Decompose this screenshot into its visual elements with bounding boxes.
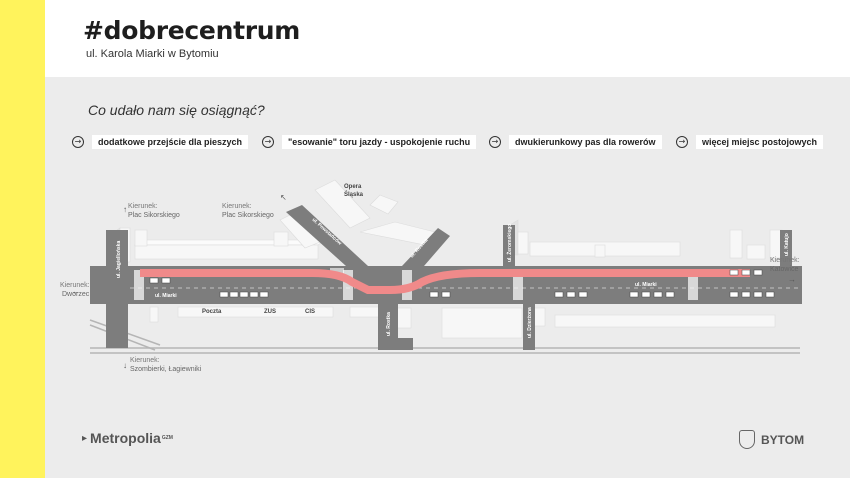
parked-cars bbox=[149, 269, 775, 298]
arrow-up-icon: ↑ bbox=[123, 205, 127, 214]
landmark-label: Opera bbox=[344, 184, 362, 190]
street-label: ul. Żeromskiego bbox=[506, 224, 513, 262]
direction-label: Dworzec bbox=[62, 291, 90, 298]
direction-label: Kierunek: bbox=[130, 357, 160, 364]
street-label: ul. Miarki bbox=[635, 282, 657, 288]
direction-label: Kierunek: bbox=[60, 282, 90, 289]
direction-arrows: ↑ ↖ ← ↓ → bbox=[72, 193, 796, 370]
direction-label: Katowice bbox=[770, 266, 799, 273]
direction-label: Kierunek: bbox=[128, 203, 158, 210]
street-label: ul. Rostka bbox=[386, 312, 392, 336]
arrow-up-left-icon: ↖ bbox=[280, 193, 287, 202]
street-label: ul. Jagiellońska bbox=[116, 241, 122, 278]
street-map: ↑ ↖ ← ↓ → Kierunek: Plac Sikorskiego Kie… bbox=[60, 179, 802, 373]
direction-label: Plac Sikorskiego bbox=[128, 212, 180, 219]
arrow-right-circle-icon: → bbox=[262, 135, 274, 148]
arrow-right-circle-icon: → bbox=[676, 135, 688, 148]
direction-label: Plac Sikorskiego bbox=[222, 212, 274, 219]
arrow-right-icon: → bbox=[788, 275, 796, 284]
direction-label: Kierunek: bbox=[770, 257, 800, 264]
street-label: ul. Miarki bbox=[155, 293, 177, 299]
bike-lane bbox=[140, 269, 750, 294]
direction-label: Kierunek: bbox=[222, 203, 252, 210]
arrow-right-circle-icon: → bbox=[489, 135, 501, 148]
page-title: #dobrecentrum bbox=[83, 16, 300, 45]
yellow-side-bar bbox=[0, 0, 45, 478]
metropolia-arrow-icon: ▸ bbox=[82, 432, 88, 444]
feature-bike-lane: → dwukierunkowy pas dla rowerów bbox=[489, 134, 662, 149]
page-subtitle: ul. Karola Miarki w Bytomiu bbox=[86, 48, 219, 60]
street-label: ul. Katujo bbox=[784, 233, 790, 256]
arrow-right-circle-icon: → bbox=[72, 135, 84, 148]
landmark-label: Poczta bbox=[202, 309, 222, 315]
landmark-label: ZUS bbox=[264, 309, 276, 315]
section-question: Co udało nam się osiągnąć? bbox=[88, 102, 265, 118]
bytom-crest-icon bbox=[739, 430, 755, 449]
feature-parking: → więcej miejsc postojowych bbox=[676, 134, 824, 149]
landmark-label: Śląska bbox=[344, 191, 364, 198]
arrow-down-icon: ↓ bbox=[123, 361, 127, 370]
direction-label: Szombierki, Łagiewniki bbox=[130, 366, 202, 373]
feature-pedestrian-crossing: → dodatkowe przejście dla pieszych bbox=[72, 134, 249, 149]
arrow-left-icon: ← bbox=[72, 287, 80, 296]
buildings bbox=[109, 179, 783, 339]
feature-road-curve: → "esowanie" toru jazdy - uspokojenie ru… bbox=[262, 134, 477, 149]
street-label: ul. Dzierżona bbox=[527, 307, 533, 338]
bytom-logo: BYTOM bbox=[739, 430, 804, 449]
header-panel bbox=[45, 0, 850, 77]
landmark-label: CIS bbox=[305, 309, 315, 315]
